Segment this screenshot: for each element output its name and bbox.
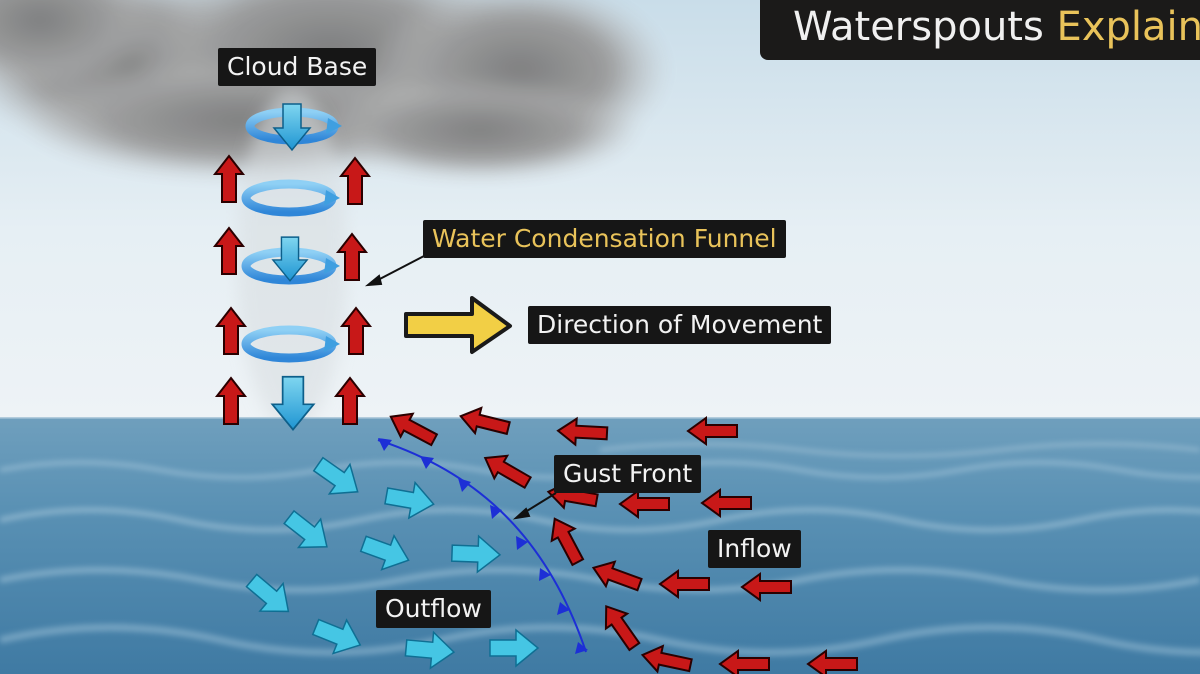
title-highlight: Explained (1056, 4, 1200, 50)
cloud (0, 0, 670, 180)
direction-label: Direction of Movement (528, 306, 832, 344)
page-title: Waterspouts Explained (760, 0, 1200, 60)
movement-arrow-icon (404, 296, 512, 354)
title-main: Waterspouts (793, 4, 1044, 50)
funnel-label: Water Condensation Funnel (423, 220, 786, 258)
gust-front-label: Gust Front (554, 455, 702, 493)
outflow-label: Outflow (376, 590, 491, 628)
cloud-base-label: Cloud Base (218, 48, 377, 86)
gust-front-line (377, 438, 588, 654)
rotation-ring-icon (241, 325, 340, 363)
rotation-ring-icon (241, 179, 340, 217)
pointer-lines (364, 255, 557, 520)
inflow-label: Inflow (708, 530, 801, 568)
funnel-pointer (373, 255, 425, 283)
